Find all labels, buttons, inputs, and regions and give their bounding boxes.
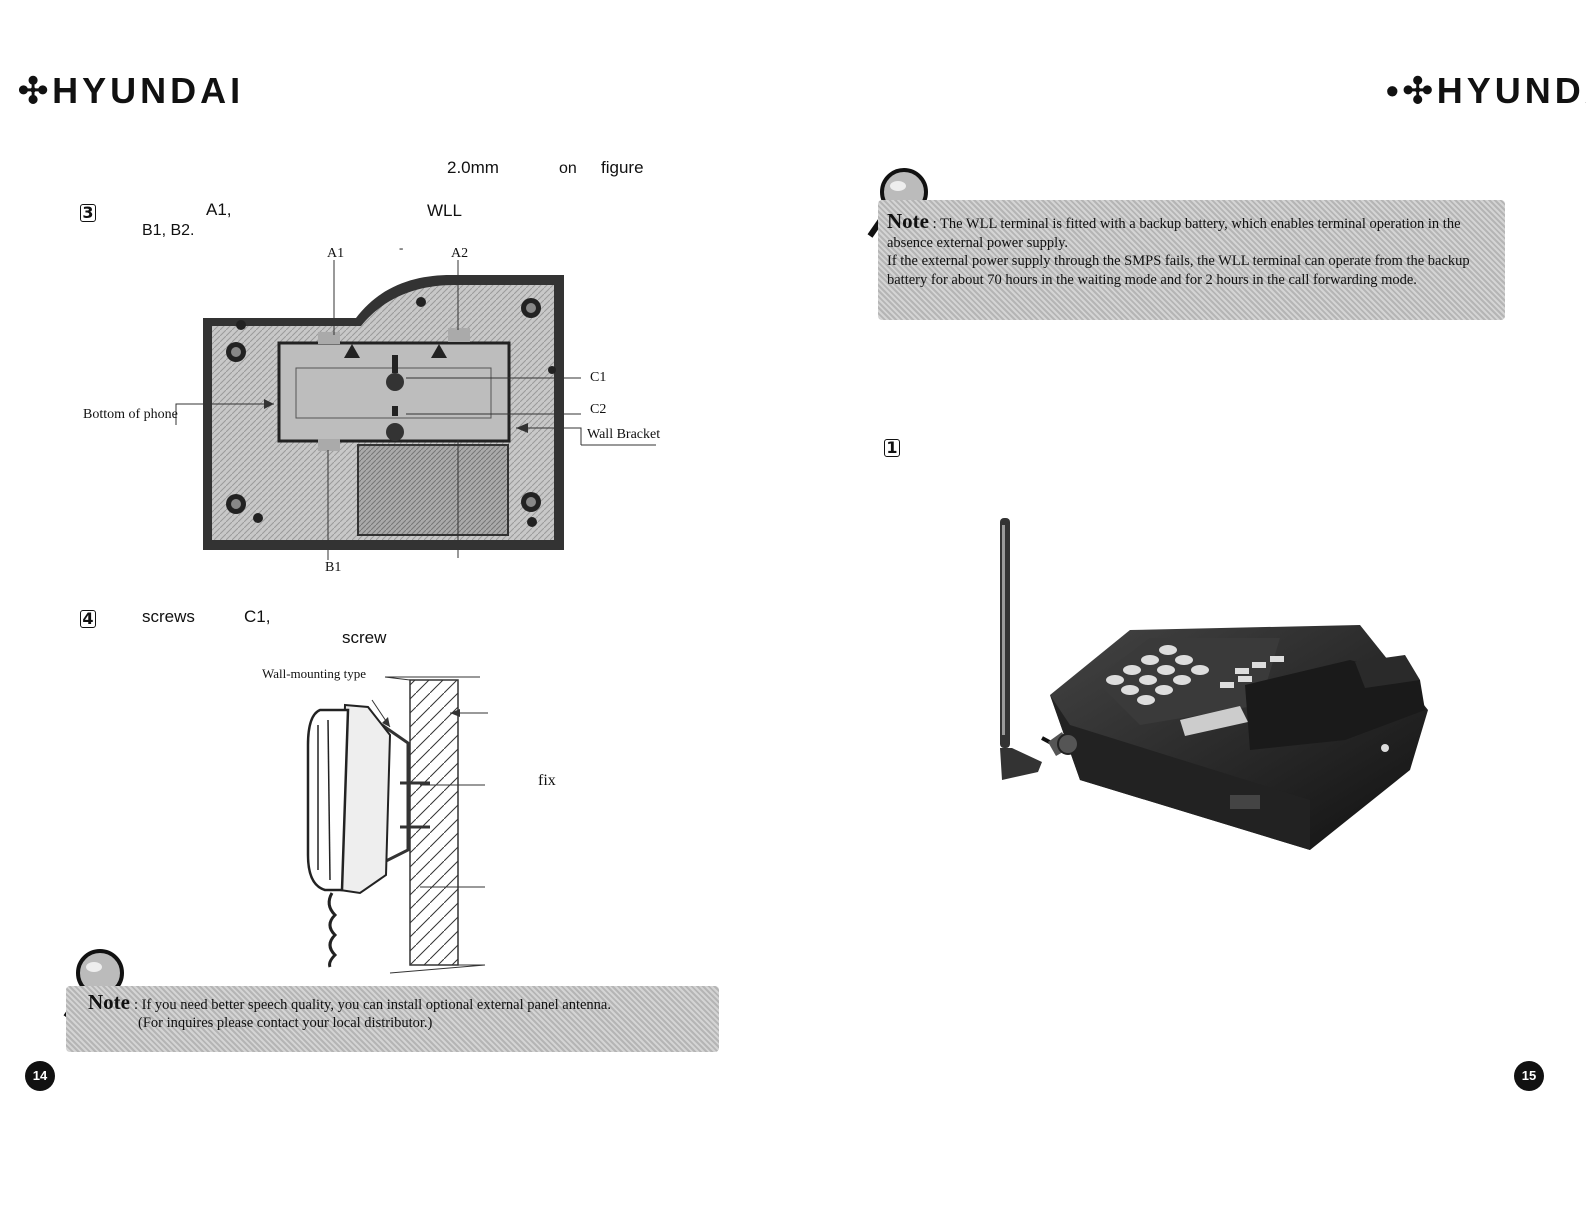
note-line-2-right: If the external power supply through the… xyxy=(887,253,1470,288)
label-dash: - xyxy=(399,240,404,255)
label-fix: fix xyxy=(538,772,556,789)
note-label-right: Note xyxy=(887,209,929,233)
label-wall-bracket: Wall Bracket xyxy=(587,427,661,442)
step3-word-1: A1, xyxy=(206,200,232,219)
note-line-1-left: If you need better speech quality, you c… xyxy=(141,997,611,1013)
brand-logo-left: ✣HYUNDAI xyxy=(18,70,244,112)
label-a2: A2 xyxy=(451,246,469,261)
bullet-icon: • xyxy=(1386,70,1403,111)
top-word-3: figure xyxy=(601,158,644,177)
step4-word-2: C1, xyxy=(244,607,271,626)
logo-emblem-icon: ✣ xyxy=(1402,70,1437,111)
label-c2: C2 xyxy=(590,402,607,417)
step-4-number: 4 xyxy=(80,610,96,628)
wll-phone-antenna-figure xyxy=(1000,518,1428,850)
label-c1: C1 xyxy=(590,370,607,385)
label-wall-mounting-type: Wall-mounting type xyxy=(262,666,367,681)
wall-mount-side-figure xyxy=(306,676,488,974)
step4-word-3: screw xyxy=(342,628,387,647)
step-3-number: 3 xyxy=(80,204,96,222)
top-word-2: on xyxy=(559,160,577,177)
label-bottom-of-phone: Bottom of phone xyxy=(83,407,178,422)
step4-word-1: screws xyxy=(142,607,195,626)
step3-word-3: B1, B2. xyxy=(142,222,195,239)
note-line-1-right: The WLL terminal is fitted with a backup… xyxy=(887,216,1461,251)
brand-logo-right: •✣HYUNDA xyxy=(1386,70,1586,112)
brand-name-right: HYUNDA xyxy=(1436,70,1586,111)
note-box-right xyxy=(878,200,1505,320)
phone-bottom-bracket-figure xyxy=(175,260,656,560)
brand-name-left: HYUNDAI xyxy=(52,70,245,111)
label-b1: B1 xyxy=(325,560,342,575)
top-word-1: 2.0mm xyxy=(447,158,499,177)
note-line-2-left: (For inquires please contact your local … xyxy=(138,1015,433,1031)
step3-word-2: WLL xyxy=(427,201,462,220)
label-a1: A1 xyxy=(327,246,345,261)
step-1-number: 1 xyxy=(884,439,900,457)
wall-shape xyxy=(409,679,459,966)
logo-emblem-icon: ✣ xyxy=(18,70,53,111)
note-label-left: Note xyxy=(88,990,130,1014)
page-number-15: 15 xyxy=(1514,1061,1544,1091)
note-content-right: Note : The WLL terminal is fitted with a… xyxy=(887,209,1499,289)
note-content-left: Note : If you need better speech quality… xyxy=(88,990,713,1032)
note-box-left xyxy=(66,986,719,1052)
page-number-14: 14 xyxy=(25,1061,55,1091)
